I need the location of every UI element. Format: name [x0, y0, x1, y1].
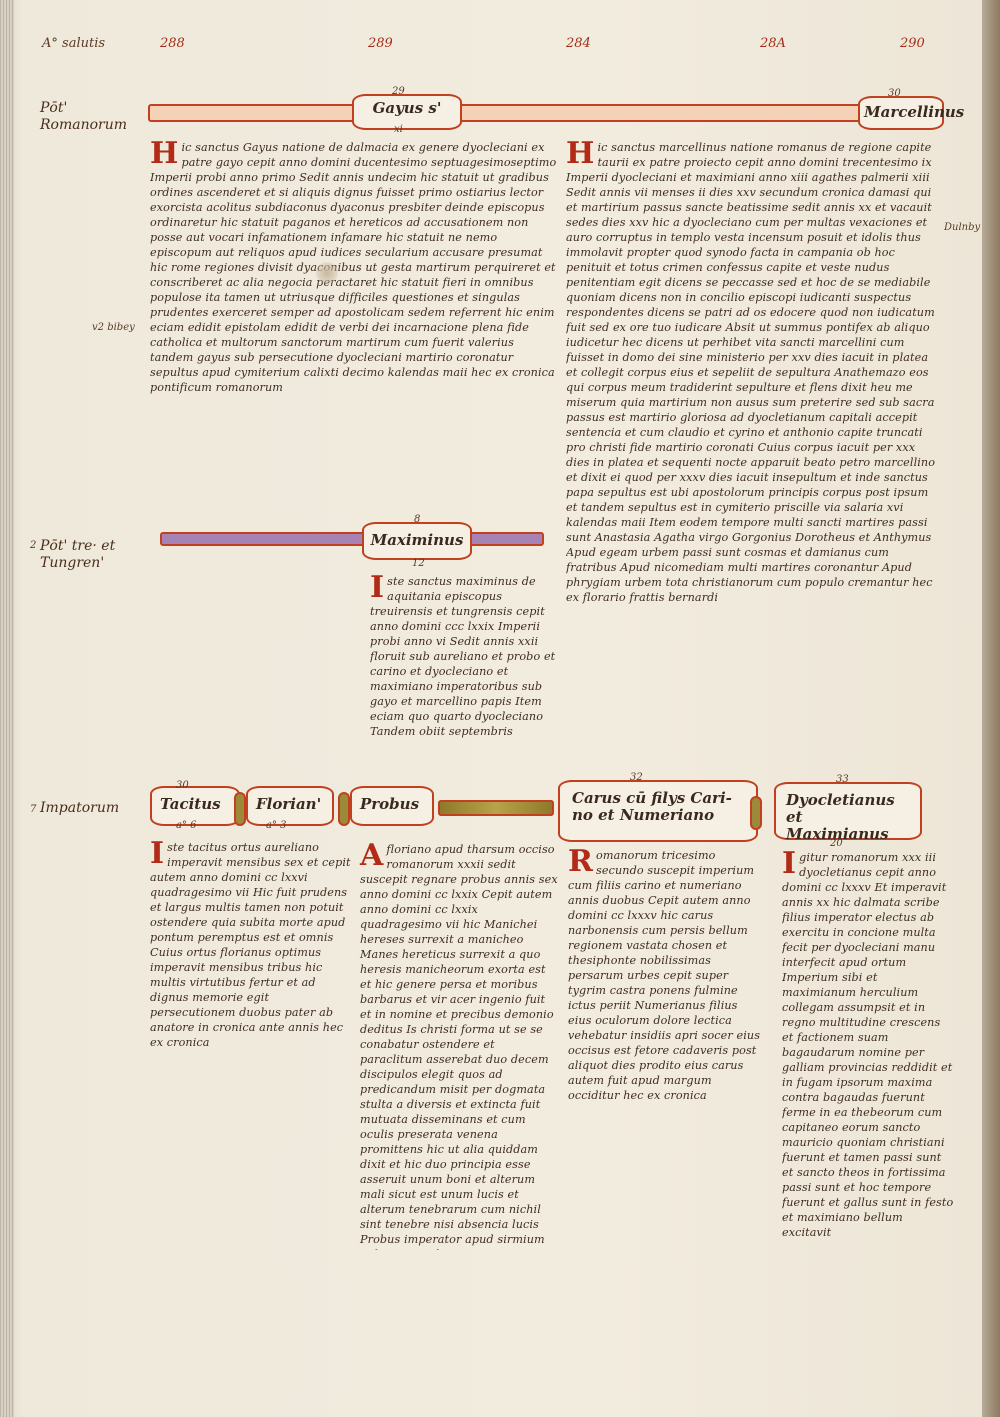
cartouche-number: 20: [830, 838, 843, 849]
cartouche-diocletian: Dyocletianus et Maximianus: [774, 782, 922, 843]
initial-letter: I: [370, 574, 385, 605]
cartouche-maximinus: Maximinus: [362, 522, 472, 560]
cartouche-florianus: Florian': [246, 786, 334, 826]
cartouche-number: 33: [836, 774, 849, 785]
margin-label-emperors: Impatorum: [40, 800, 120, 816]
header-col-number: 289: [368, 36, 393, 51]
header-left-label: A° salutis: [42, 36, 106, 51]
cartouche-number: a° 6: [176, 820, 197, 831]
cartouche-name: Florian': [256, 795, 322, 813]
header-col-number: 288: [160, 36, 185, 51]
text-body: floriano apud tharsum occiso romanorum x…: [360, 843, 558, 1250]
cartouche-number: 32: [630, 772, 643, 783]
cartouche-number: 12: [412, 558, 425, 569]
cartouche-tacitus: Tacitus: [150, 786, 240, 826]
cartouche-carus: Carus cū filys Cari-no et Numeriano: [558, 780, 758, 842]
initial-letter: H: [150, 140, 179, 171]
succession-bar-bishops: [160, 532, 544, 546]
cartouche-number: 30: [176, 780, 189, 791]
initial-letter: I: [150, 840, 165, 871]
text-body: ic sanctus marcellinus natione romanus d…: [566, 141, 936, 604]
header-col-number: 28A: [760, 36, 786, 51]
header-col-number: 284: [566, 36, 591, 51]
initial-letter: R: [568, 848, 594, 879]
text-body: omanorum tricesimo secundo suscepit impe…: [568, 849, 761, 1102]
margin-label-popes: Pōt' Romanorum: [40, 100, 128, 133]
cartouche-number: xi: [394, 124, 403, 135]
text-body: gitur romanorum xxx iii dyocletianus cep…: [782, 851, 954, 1239]
page-edge: [982, 0, 1000, 1417]
succession-bar-emperors: [438, 800, 554, 816]
cartouche-number: 8: [414, 514, 421, 525]
cartouche-number: a° 3: [266, 820, 287, 831]
cartouche-name: Dyocletianus et Maximianus: [786, 791, 895, 843]
cartouche-name: Marcellinus: [864, 103, 965, 121]
cartouche-name: Probus: [360, 795, 420, 813]
cartouche-name: Gayus s': [372, 99, 442, 117]
margin-label-bishops: Pōt' tre· et Tungren': [40, 538, 116, 571]
succession-bar-popes: [148, 104, 942, 122]
cartouche-marcellinus: Marcellinus: [858, 96, 964, 130]
cartouche-number: 29: [392, 86, 405, 97]
cartouche-gaius: Gayus s': [352, 94, 462, 130]
cartouche-name: Tacitus: [160, 795, 221, 813]
margin-note: v2 bibey: [92, 322, 135, 333]
margin-note: Dulnby: [944, 222, 981, 233]
page-stain: [316, 262, 338, 284]
margin-note: 7: [30, 804, 37, 815]
margin-note: 2: [30, 540, 37, 551]
cartouche-probus: Probus: [350, 786, 434, 826]
binding-gutter: [0, 0, 14, 1417]
cartouche-name: Carus cū filys Cari-no et Numeriano: [572, 789, 732, 824]
connector-knob: [750, 796, 762, 830]
connector-knob: [234, 792, 246, 826]
initial-letter: H: [566, 140, 595, 171]
text-body: ic sanctus Gayus natione de dalmacia ex …: [150, 141, 557, 394]
cartouche-number: 30: [888, 88, 901, 99]
text-body: ste sanctus maximinus de aquitania episc…: [370, 575, 556, 738]
text-body: ste tacitus ortus aureliano imperavit me…: [150, 841, 351, 1049]
initial-letter: I: [782, 850, 797, 881]
initial-letter: A: [360, 842, 384, 873]
connector-knob: [338, 792, 350, 826]
cartouche-name: Maximinus: [370, 531, 464, 549]
header-col-number: 290: [900, 36, 925, 51]
